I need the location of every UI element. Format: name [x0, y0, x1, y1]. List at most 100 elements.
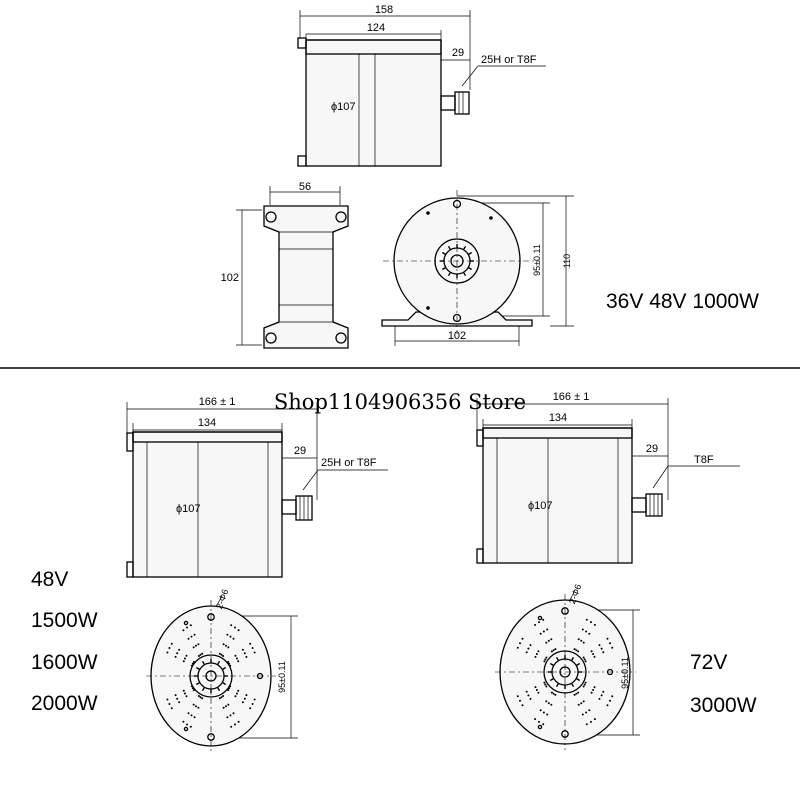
- vent-dot: [222, 706, 225, 709]
- vent-dot: [534, 623, 537, 626]
- vent-dot: [245, 694, 248, 697]
- sprocket-tooth: [462, 245, 467, 251]
- vent-dot: [236, 657, 238, 660]
- vent-dot: [577, 650, 580, 653]
- vent-dot: [232, 637, 235, 640]
- vent-dot: [241, 648, 244, 651]
- vent-dot: [222, 655, 225, 657]
- sprocket-tooth: [447, 245, 452, 251]
- vent-dot: [543, 660, 546, 663]
- left-cooling-holes: [166, 624, 256, 728]
- vent-dot: [182, 720, 185, 723]
- vent-dot: [602, 690, 605, 693]
- vent-dot: [197, 706, 200, 709]
- vent-dot: [189, 725, 192, 728]
- vent-dot: [550, 650, 553, 653]
- vent-dot: [535, 689, 538, 691]
- vent-dot: [516, 695, 519, 698]
- vent-dot: [236, 692, 238, 695]
- vent-dot: [542, 711, 545, 714]
- vent-dot: [590, 650, 593, 653]
- vent-dot: [593, 655, 596, 658]
- vent-dot: [545, 700, 548, 703]
- vent-dot: [227, 703, 230, 706]
- sprocket-tooth: [216, 686, 221, 692]
- sprocket-tooth: [195, 681, 201, 686]
- vent-dot: [545, 685, 548, 688]
- vent-dot: [251, 647, 254, 649]
- top-height: 110: [562, 254, 572, 268]
- vent-dot: [550, 703, 553, 706]
- right-shaft-length: 29: [646, 443, 658, 455]
- vent-dot: [229, 714, 232, 717]
- vent-dot: [227, 660, 230, 663]
- vent-dot: [190, 685, 193, 688]
- vent-dot: [538, 720, 540, 723]
- vent-dot: [222, 643, 225, 646]
- vent-dot: [245, 655, 248, 658]
- sprocket-tooth: [555, 682, 560, 688]
- vent-dot: [230, 725, 233, 728]
- vent-dot: [542, 618, 545, 621]
- vent-dot: [527, 647, 530, 650]
- vent-dot: [519, 642, 521, 645]
- sprocket-tooth: [575, 662, 581, 667]
- vent-dot: [590, 691, 593, 694]
- vent-dot: [554, 648, 557, 651]
- vent-dot: [580, 702, 583, 705]
- vent-dot: [178, 648, 181, 651]
- vent-dot: [201, 697, 204, 700]
- vent-dot: [185, 695, 188, 698]
- vent-dot: [542, 630, 545, 633]
- vent-dot: [234, 626, 236, 629]
- vent-dot: [577, 691, 580, 694]
- vent-dot: [585, 723, 588, 726]
- vent-dot: [602, 651, 605, 654]
- vent-dot: [174, 694, 177, 697]
- sprocket-tooth: [221, 666, 227, 671]
- left-hole-spacing: 95±0.11: [277, 661, 287, 693]
- left-power-1600: 1600W: [31, 651, 98, 674]
- vent-dot: [582, 685, 585, 688]
- vent-dot: [230, 624, 233, 627]
- vent-dot: [193, 716, 196, 719]
- vent-dot: [583, 683, 586, 686]
- vent-dot: [535, 653, 538, 655]
- sprocket-tooth: [549, 677, 555, 682]
- right-voltage-label: 72V: [690, 651, 727, 674]
- vent-dot: [516, 646, 519, 649]
- left-power-1500: 1500W: [31, 609, 98, 632]
- vent-dot: [229, 635, 232, 638]
- vent-dot: [201, 652, 204, 655]
- vent-dot: [593, 718, 596, 721]
- left-end-view: [146, 595, 298, 754]
- vent-dot: [229, 664, 232, 667]
- vent-dot: [545, 656, 548, 659]
- vent-dot: [534, 655, 537, 658]
- left-side-view: [126, 402, 388, 578]
- vent-dot: [251, 703, 254, 705]
- vent-dot: [227, 689, 230, 692]
- vent-dot: [542, 723, 545, 726]
- vent-dot: [234, 723, 236, 726]
- vent-dot: [191, 662, 194, 665]
- vent-dot: [525, 651, 528, 654]
- vent-dot: [166, 698, 169, 701]
- vent-dot: [226, 716, 229, 719]
- vent-dot: [249, 707, 252, 710]
- vent-dot: [197, 695, 200, 697]
- vent-dot: [182, 660, 185, 663]
- vent-dot: [550, 638, 553, 641]
- vent-dot: [178, 701, 181, 704]
- vent-dot: [187, 637, 190, 640]
- vent-dot: [544, 683, 547, 686]
- sprocket-tooth: [575, 677, 581, 682]
- vent-dot: [170, 707, 173, 710]
- vent-dot: [186, 626, 188, 629]
- vent-dot: [170, 642, 173, 645]
- sprocket-tooth: [467, 266, 473, 271]
- left-body-length: 134: [198, 417, 216, 429]
- vent-dot: [190, 664, 193, 667]
- vent-dot: [237, 689, 240, 692]
- vent-dot: [529, 644, 532, 647]
